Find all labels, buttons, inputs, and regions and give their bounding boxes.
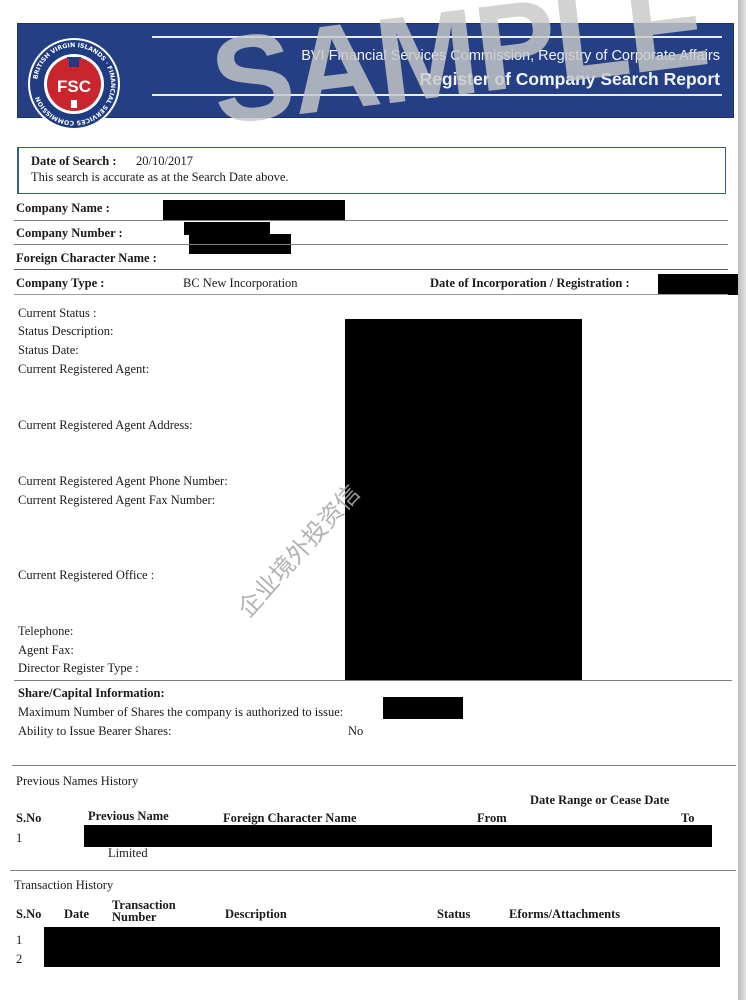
prev-col-name: Previous Name: [88, 809, 169, 823]
report-title: Register of Company Search Report: [419, 69, 720, 89]
foreign-character-name-label: Foreign Character Name :: [16, 251, 157, 265]
company-name-label: Company Name :: [16, 201, 110, 215]
prev-col-foreign: Foreign Character Name: [223, 811, 357, 825]
tx-col-description: Description: [225, 907, 287, 921]
transaction-history-title: Transaction History: [14, 878, 114, 892]
registered-agent-label: Current Registered Agent:: [18, 362, 150, 376]
prev-col-to: To: [681, 811, 695, 825]
sample-watermark: SAMPLE: [204, 0, 714, 151]
agent-fax-label: Agent Fax:: [18, 643, 74, 657]
tx-row-1-sno: 1: [16, 933, 23, 947]
registered-agent-phone-label: Current Registered Agent Phone Number:: [18, 474, 228, 488]
divider: [14, 220, 728, 221]
tx-row-2-sno: 2: [16, 952, 23, 966]
status-date-label: Status Date:: [18, 343, 79, 357]
authority-title: BVI Financial Services Commission, Regis…: [301, 48, 720, 64]
banner-rule-bottom: [152, 94, 722, 96]
previous-names-title: Previous Names History: [16, 774, 139, 788]
registered-office-label: Current Registered Office :: [18, 568, 155, 582]
date-range-header: Date Range or Cease Date: [530, 793, 670, 807]
max-shares-redaction: [383, 697, 463, 719]
company-type-label: Company Type :: [16, 276, 105, 290]
search-date-box: [17, 147, 726, 194]
tx-col-number: Transaction Number: [112, 898, 176, 924]
search-date-label: Date of Search :: [31, 154, 117, 168]
prev-col-from: From: [477, 811, 507, 825]
max-shares-label: Maximum Number of Shares the company is …: [18, 705, 344, 719]
registered-agent-fax-label: Current Registered Agent Fax Number:: [18, 493, 216, 507]
tx-col-eforms: Eforms/Attachments: [509, 907, 621, 921]
company-name-redaction: [163, 200, 345, 220]
incorporation-date-label: Date of Incorporation / Registration :: [430, 276, 630, 290]
prev-row-sno: 1: [16, 831, 23, 845]
tx-col-date: Date: [64, 907, 89, 921]
previous-names-redaction: [84, 825, 712, 847]
transactions-redaction: [44, 927, 720, 967]
banner-rule-top: [152, 36, 722, 38]
tx-col-status: Status: [437, 907, 471, 921]
search-date-value: 20/10/2017: [136, 154, 193, 168]
bearer-shares-value: No: [348, 724, 364, 738]
status-details-redaction: [345, 319, 582, 681]
tx-col-sno: S.No: [16, 907, 42, 921]
current-status-label: Current Status :: [18, 306, 97, 320]
incorporation-date-redaction: [658, 274, 738, 295]
company-type-value: BC New Incorporation: [183, 276, 298, 290]
divider: [14, 244, 728, 245]
divider: [12, 765, 736, 766]
prev-row-name-tail: Limited: [108, 846, 148, 860]
share-capital-title: Share/Capital Information:: [18, 686, 165, 700]
divider: [14, 294, 728, 295]
fsc-logo: BRITISH VIRGIN ISLANDS · FINANCIAL SERVI…: [28, 38, 120, 130]
page-edge-shadow: [738, 0, 746, 1000]
search-accuracy-note: This search is accurate as at the Search…: [31, 170, 289, 184]
telephone-label: Telephone:: [18, 624, 74, 638]
status-description-label: Status Description:: [18, 324, 114, 338]
divider: [10, 870, 736, 871]
prev-col-sno: S.No: [16, 811, 42, 825]
company-number-label: Company Number :: [16, 226, 123, 240]
bearer-shares-label: Ability to Issue Bearer Shares:: [18, 724, 172, 738]
logo-center-text: FSC: [57, 77, 91, 96]
director-register-type-label: Director Register Type :: [18, 661, 139, 675]
header-banner: BVI Financial Services Commission, Regis…: [17, 23, 734, 118]
divider: [14, 269, 728, 270]
company-number-redaction: [184, 222, 270, 235]
divider: [14, 680, 732, 681]
registered-agent-address-label: Current Registered Agent Address:: [18, 418, 193, 432]
